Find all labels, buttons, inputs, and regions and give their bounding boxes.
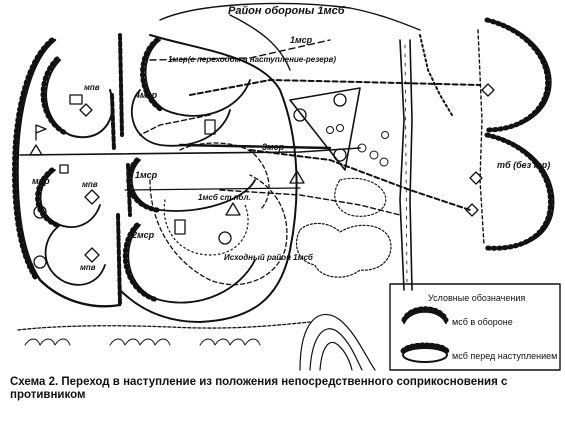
- company-2-arc: [127, 224, 256, 304]
- hill-contour-3: [319, 341, 353, 371]
- enemy-arc-bottom-ticks: [484, 132, 553, 251]
- unit-symbol-2: [204, 119, 216, 135]
- company-4-arc: [131, 89, 231, 147]
- hill-contour-2: [309, 328, 363, 371]
- unit-diamond-2: [84, 247, 100, 263]
- bush-4: [326, 126, 334, 134]
- left-front-line: [16, 38, 122, 308]
- label-msb-position: 1мсб ст.пол.: [198, 193, 251, 202]
- forest-cluster: [295, 222, 392, 278]
- unit-circle-6: [333, 148, 347, 162]
- bush-2: [369, 150, 379, 160]
- label-company-4: 4мср: [134, 90, 158, 100]
- label-mpv-1: мпв: [84, 83, 100, 92]
- advance-arrow-upper: [189, 79, 481, 96]
- ridge-line-right: [419, 34, 453, 116]
- unit-diamond-3: [79, 103, 93, 117]
- phase-line: [19, 147, 361, 156]
- bottom-terrain-line: [17, 321, 311, 331]
- label-company-1-note: 1мср(с переходом в наступление-резерв): [168, 55, 336, 64]
- enemy-arc-top-ticks: [484, 17, 551, 133]
- left-front-ticks: [12, 37, 55, 283]
- unit-circle-5: [333, 93, 347, 107]
- bush-1: [357, 143, 367, 153]
- company-3-direction: [178, 143, 332, 150]
- advance-arrow-top: [149, 39, 331, 61]
- unit-symbol-1: [69, 94, 83, 105]
- river-obstacle-2: [409, 39, 413, 291]
- start-area-dashed: [149, 174, 288, 286]
- unit-symbol-4: [59, 164, 69, 174]
- unit-diamond-1: [84, 189, 100, 205]
- company-1-arc: [144, 39, 251, 117]
- platoon-arc-mid-left: [39, 169, 101, 228]
- label-defense-area: Район обороны 1мсб: [228, 5, 346, 17]
- enemy-diamond-3: [465, 203, 479, 217]
- unit-triangle-3: [29, 144, 43, 156]
- bush-6: [381, 131, 389, 139]
- platoon-arc-mid-left-ticks: [35, 167, 60, 228]
- upper-left-arc: [229, 14, 291, 71]
- fire-support-triangle: [289, 87, 361, 171]
- river-obstacle: [399, 39, 405, 291]
- advance-arrow-mid: [249, 149, 471, 211]
- label-mpv-3: мпв: [80, 263, 96, 272]
- label-company-2: 2мср: [131, 230, 155, 240]
- enemy-diamond-1: [481, 83, 495, 97]
- trench-line-2: [110, 93, 116, 152]
- label-company-3-left: 1мср: [135, 170, 158, 180]
- trench-line-1: [118, 33, 124, 137]
- forest-cluster-right: [334, 177, 387, 217]
- label-mpv-2: мпв: [82, 180, 98, 189]
- figure-caption: Схема 2. Переход в наступление из положе…: [10, 376, 508, 401]
- label-company-1-top: 1мср: [290, 35, 313, 45]
- enemy-front-line: [477, 29, 485, 246]
- bottom-bush-cluster-3: [199, 338, 261, 346]
- legend-title: Условные обозначения: [428, 293, 525, 303]
- legend-item-defense: мсб в обороне: [452, 317, 513, 327]
- legend-attack-ticks: [400, 342, 450, 354]
- river-dashes: [404, 44, 408, 286]
- enemy-diamond-2: [469, 171, 483, 185]
- phase-line-2: [124, 187, 301, 191]
- legend-item-attack: мсб перед наступлением: [452, 351, 557, 361]
- platoon-arc-upper-left-ticks: [40, 56, 70, 137]
- legend-defense-ticks: [401, 306, 449, 323]
- label-tank-battalion: тб (без тр): [497, 160, 550, 170]
- trench-line-3: [116, 213, 122, 307]
- unit-triangle-2: [225, 202, 241, 216]
- legend-attack-symbol: [402, 347, 448, 363]
- unit-circle-2: [33, 255, 47, 269]
- defense-area-top-arc: [159, 2, 421, 31]
- unit-triangle-1: [289, 170, 305, 184]
- unit-circle-1: [33, 205, 47, 219]
- unit-symbol-3: [174, 219, 186, 235]
- bottom-bush-cluster-2: [109, 338, 171, 346]
- bottom-bush-cluster-1: [24, 338, 71, 346]
- unit-circle-4: [293, 108, 307, 122]
- label-company-3: 3мср: [262, 142, 285, 152]
- unit-circle-3: [218, 231, 232, 245]
- bush-5: [336, 124, 344, 132]
- label-start-area: Исходный район 1мсб: [224, 253, 314, 262]
- company-2-arc-ticks: [122, 222, 160, 303]
- legend-box: [389, 283, 561, 371]
- label-mpr: мпр: [32, 176, 50, 186]
- hq-flag: [35, 124, 47, 141]
- hill-contour-1: [299, 314, 376, 371]
- bush-3: [379, 157, 389, 167]
- advance-arrow-left: [139, 114, 211, 136]
- inner-dotted-oval: [163, 199, 249, 256]
- platoon-arc-lower-left: [44, 224, 106, 286]
- company-3-arc: [131, 159, 256, 212]
- company-1-arc-ticks: [140, 37, 165, 113]
- battalion-area-boundary: [119, 34, 298, 323]
